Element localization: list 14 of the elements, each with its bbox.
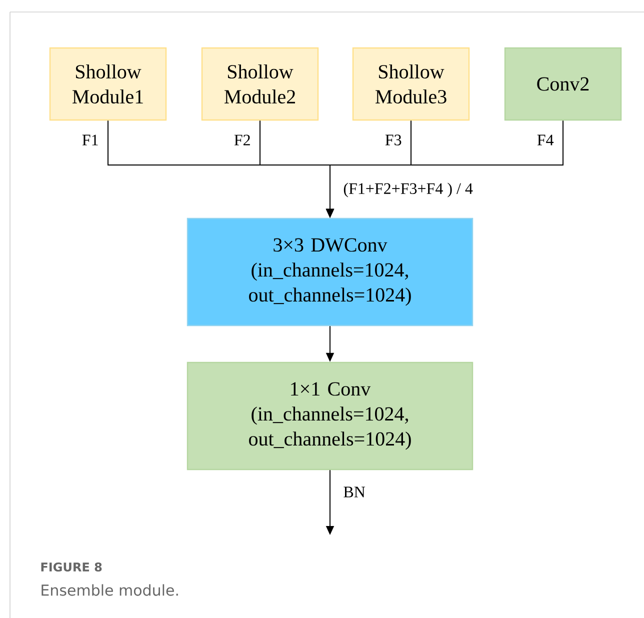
figure-number: FIGURE 8 <box>41 562 102 572</box>
formula-label: (F1+F2+F3+F4 ) / 4 <box>344 182 473 198</box>
process-box: 3×3 DWConv (in_channels=1024, out_channels=1024) <box>186 218 474 326</box>
process-box: Shollow Module2 <box>201 47 319 121</box>
edge-label: F4 <box>536 134 555 146</box>
process-box: 1×1 Conv (in_channels=1024, out_channels=1024) <box>186 362 474 470</box>
process-box: Conv2 <box>504 47 622 121</box>
process-box: Shollow Module3 <box>352 47 470 121</box>
edge-label: BN <box>342 486 366 498</box>
process-box: Shollow Module1 <box>49 47 167 121</box>
edge-label: F3 <box>384 134 403 146</box>
edge-label: F2 <box>232 134 252 146</box>
edge-label: F1 <box>80 134 100 146</box>
caption: Ensemble module. <box>42 584 178 596</box>
